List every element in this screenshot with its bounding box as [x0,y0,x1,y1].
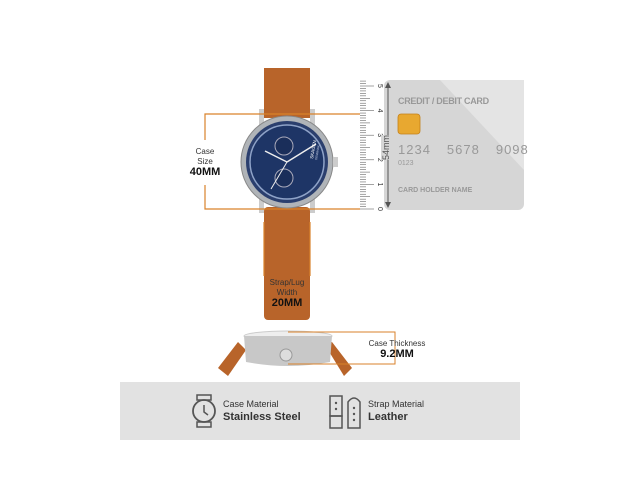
card-number: 1234 5678 9098 [398,142,529,157]
thickness-value: 9.2MM [380,348,414,360]
card-sub-number: 0123 [398,160,414,167]
strap-label-line1: Strap/Lug [269,278,305,287]
thickness-bracket [288,331,396,365]
card-number-group: 1234 [398,142,431,157]
case-size-bracket [204,113,360,276]
strap-outline-icon [329,395,361,429]
case-material-value: Stainless Steel [223,411,301,423]
ruler-label: 1 [376,182,383,186]
ruler-label: 5 [376,84,383,88]
case-label-line1: Case [195,147,215,156]
thickness-label: Case Thickness [368,339,426,348]
card-chip-icon [397,113,421,135]
card-number-group: 9098 [495,142,529,157]
strap-top [264,68,310,118]
brand-sub-logo: DENMARK [314,145,321,160]
case-label-line2: Size [197,157,213,166]
ruler: 0 1 2 3 4 5 [360,80,383,211]
case-size-value: 40MM [189,166,221,178]
card-number-group: 5678 [446,142,480,157]
ruler-label: 4 [376,109,383,113]
card-holder-name: CARD HOLDER NAME [398,187,473,194]
case-material-title: Case Material [223,399,279,409]
card-height-label: 54mm [381,134,391,160]
ruler-label: 3 [376,133,383,137]
case-size-label: Case Size [185,147,225,167]
watch-side-view [218,330,352,376]
watch-outline-icon [192,394,216,428]
strap-material-title: Strap Material [368,399,425,409]
ruler-label: 2 [376,158,383,162]
strap-label-line2: Width [276,288,298,297]
materials-band: Case Material Stainless Steel Strap Mate… [120,382,520,440]
strap-material-value: Leather [368,411,408,423]
strap-width-label: Strap/Lug Width [257,278,317,298]
card-title: CREDIT / DEBIT CARD [398,96,489,106]
ruler-label: 0 [376,207,383,211]
brand-logo: SKAGEN [309,140,317,159]
strap-bottom [264,207,310,320]
strap-width-value: 20MM [271,297,303,309]
